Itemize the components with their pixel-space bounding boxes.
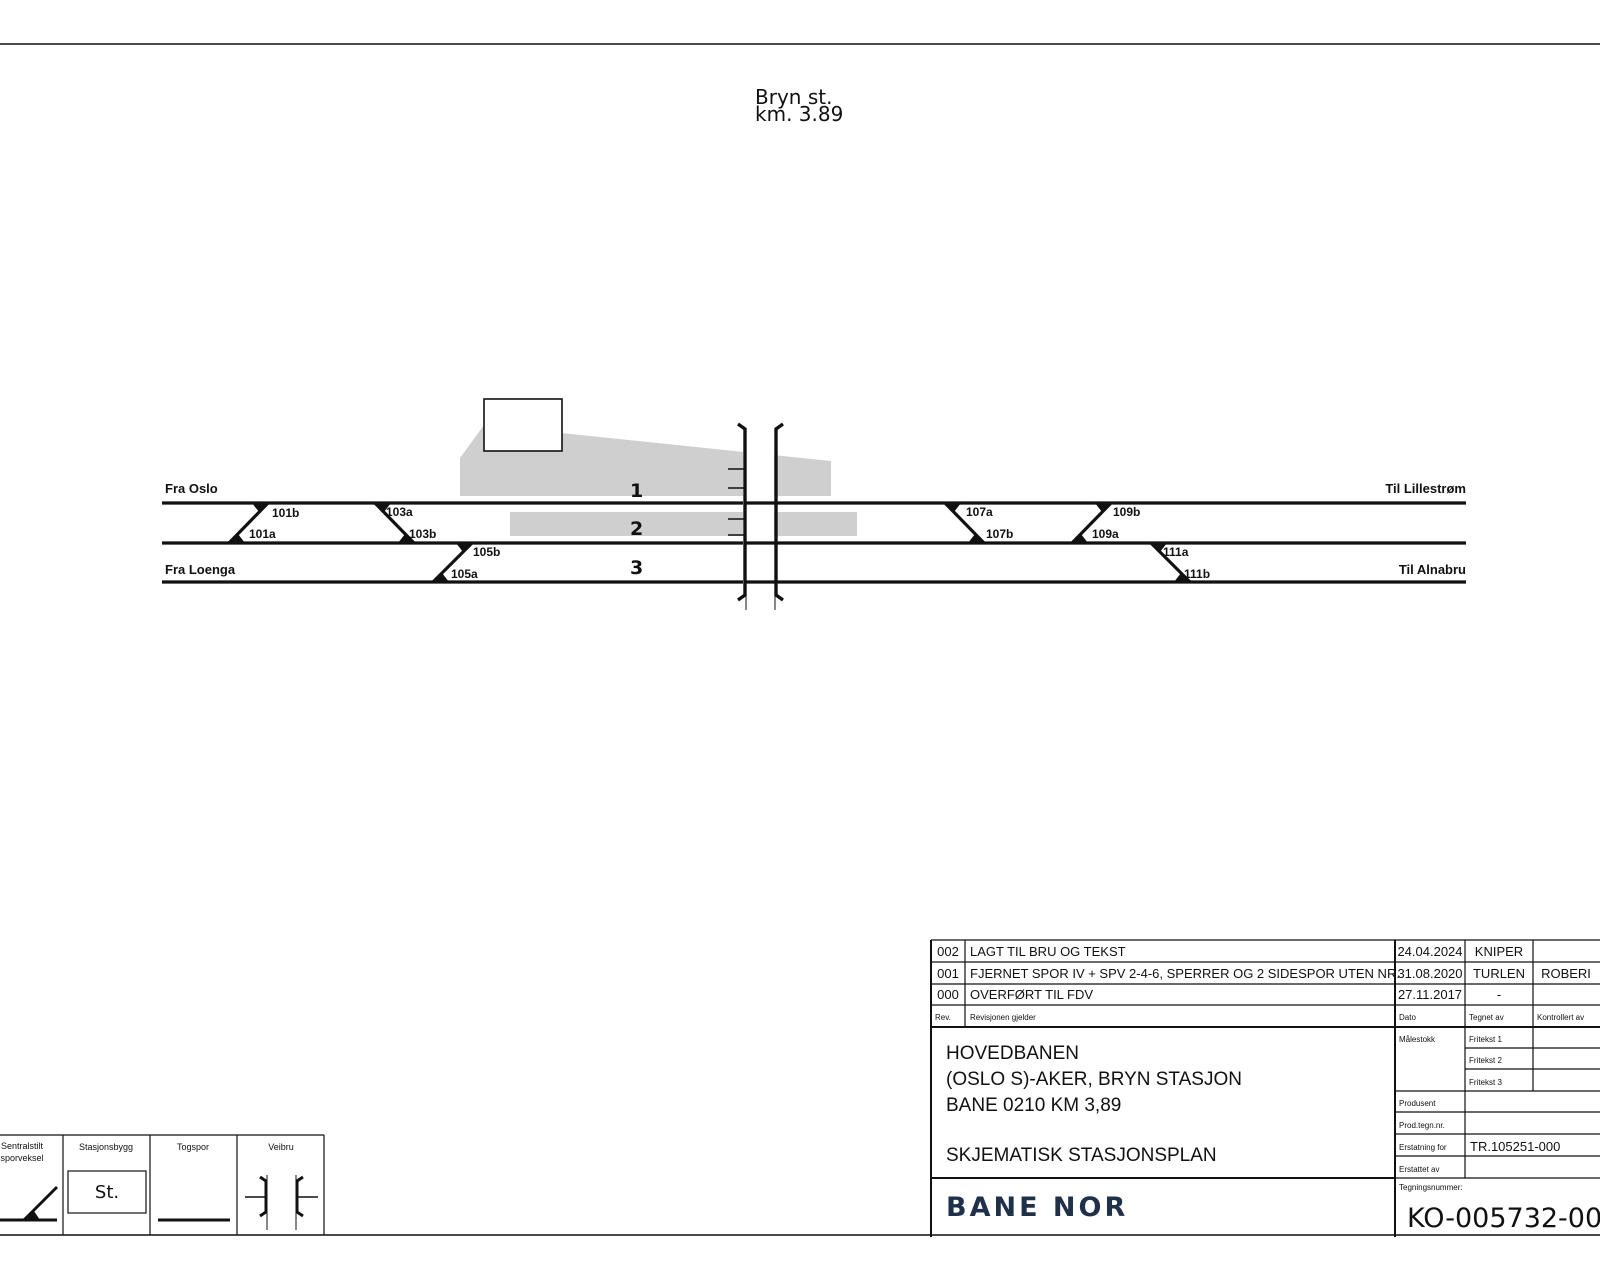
label-prod-tegn: Prod.tegn.nr. [1399,1121,1445,1130]
switch-label-107a: 107a [966,505,993,519]
col-date: Dato [1399,1013,1416,1022]
label-fra-oslo: Fra Oslo [165,481,218,496]
crossover-107 [943,501,986,545]
label-fra-loenga: Fra Loenga [165,562,236,577]
label-fritekst-1: Fritekst 1 [1469,1035,1502,1044]
legend-building-text: St. [95,1182,119,1203]
switch-label-105a: 105a [451,567,478,581]
switch-marker-111b [1174,573,1190,582]
label-fritekst-3: Fritekst 3 [1469,1078,1502,1087]
rev-002-drawn: KNIPER [1475,944,1523,959]
platform-2 [510,512,857,536]
rev-002-date: 24.04.2024 [1397,944,1462,959]
switch-label-109a: 109a [1092,527,1119,541]
switch-label-103b: 103b [409,527,436,541]
switch-label-109b: 109b [1113,505,1140,519]
switch-label-107b: 107b [986,527,1013,541]
legend-building-symbol [67,1170,147,1214]
switch-label-101b: 101b [272,506,299,520]
rev-001-drawn: TURLEN [1473,966,1525,981]
label-fritekst-2: Fritekst 2 [1469,1056,1502,1065]
legend-bridge-symbol [245,1175,318,1230]
crossover-103 [373,501,416,545]
title-block: 002 LAGT TIL BRU OG TEKST 24.04.2024 KNI… [930,939,1600,1237]
legend-veibru-label: Veibru [268,1142,294,1152]
switch-marker-109a [1072,534,1088,543]
switch-marker-101b [252,503,268,512]
crossover-101 [227,501,270,545]
switch-marker-103a [375,503,391,512]
switch-marker-107a [945,503,961,512]
label-produsent: Produsent [1399,1099,1436,1108]
label-erstattet-av: Erstattet av [1399,1165,1439,1174]
switch-label-101a: 101a [249,527,276,541]
rev-001-date: 31.08.2020 [1397,966,1462,981]
switch-marker-107b [968,534,984,543]
title-line-2: (OSLO S)-AKER, BRYN STASJON [946,1069,1242,1090]
legend-togspor-label: Togspor [177,1142,209,1152]
switch-marker-105a [433,573,449,582]
switch-label-103a: 103a [386,505,413,519]
title-line-3: BANE 0210 KM 3,89 [946,1095,1121,1116]
switch-label-111a: 111a [1163,545,1189,559]
switch-marker-105b [456,543,472,552]
station-km: km. 3.89 [755,102,843,126]
track-3-label: 3 [630,557,643,579]
title-line-4: SKJEMATISK STASJONSPLAN [946,1145,1217,1166]
station-name: Bryn st. [755,85,832,109]
rev-001-checked: ROBERI [1541,966,1591,981]
legend-sentralstilt-line1: Sentralstilt [1,1141,44,1151]
track-2-label: 2 [630,518,643,540]
switch-marker-109b [1095,503,1111,512]
bane-nor-logo: BANE NOR [946,1192,1128,1223]
rev-001-number: 001 [937,966,959,981]
label-til-alnabru: Til Alnabru [1399,562,1466,577]
crossover-109 [1070,501,1113,545]
switch-label-111b: 111b [1184,567,1210,581]
rev-000-drawn: - [1497,987,1501,1002]
col-revision-text: Revisjonen gjelder [970,1013,1036,1022]
switch-label-105b: 105b [473,545,500,559]
value-erstatning-for: TR.105251-000 [1470,1139,1560,1154]
rev-002-text: LAGT TIL BRU OG TEKST [970,944,1126,959]
label-tegningsnummer: Tegningsnummer: [1399,1183,1463,1192]
legend-switch-symbol [0,1185,59,1222]
legend: Sentralstilt sporveksel Stasjonsbygg St.… [0,1134,325,1235]
track-1-label: 1 [630,480,643,502]
legend-sentralstilt-line2: sporveksel [0,1153,43,1163]
col-checked-by: Kontrollert av [1537,1013,1584,1022]
title-line-1: HOVEDBANEN [946,1043,1079,1064]
switch-marker-103b [398,534,414,543]
rev-000-text: OVERFØRT TIL FDV [970,987,1093,1002]
rev-000-number: 000 [937,987,959,1002]
col-rev: Rev. [935,1013,951,1022]
rev-000-date: 27.11.2017 [1398,987,1462,1002]
label-til-lillestrom: Til Lillestrøm [1385,481,1466,496]
legend-stasjonsbygg-label: Stasjonsbygg [79,1142,133,1152]
station-building [483,398,563,452]
label-erstatning-for: Erstatning for [1399,1143,1447,1152]
switch-marker-111a [1151,543,1167,552]
label-malestokk: Målestokk [1399,1035,1436,1044]
drawing-number: KO-005732-000 [1407,1203,1600,1234]
col-drawn-by: Tegnet av [1469,1013,1504,1022]
rev-002-number: 002 [937,944,959,959]
road-bridge [728,422,784,610]
switch-marker-101a [229,534,245,543]
rev-001-text: FJERNET SPOR IV + SPV 2-4-6, SPERRER OG … [970,966,1400,981]
